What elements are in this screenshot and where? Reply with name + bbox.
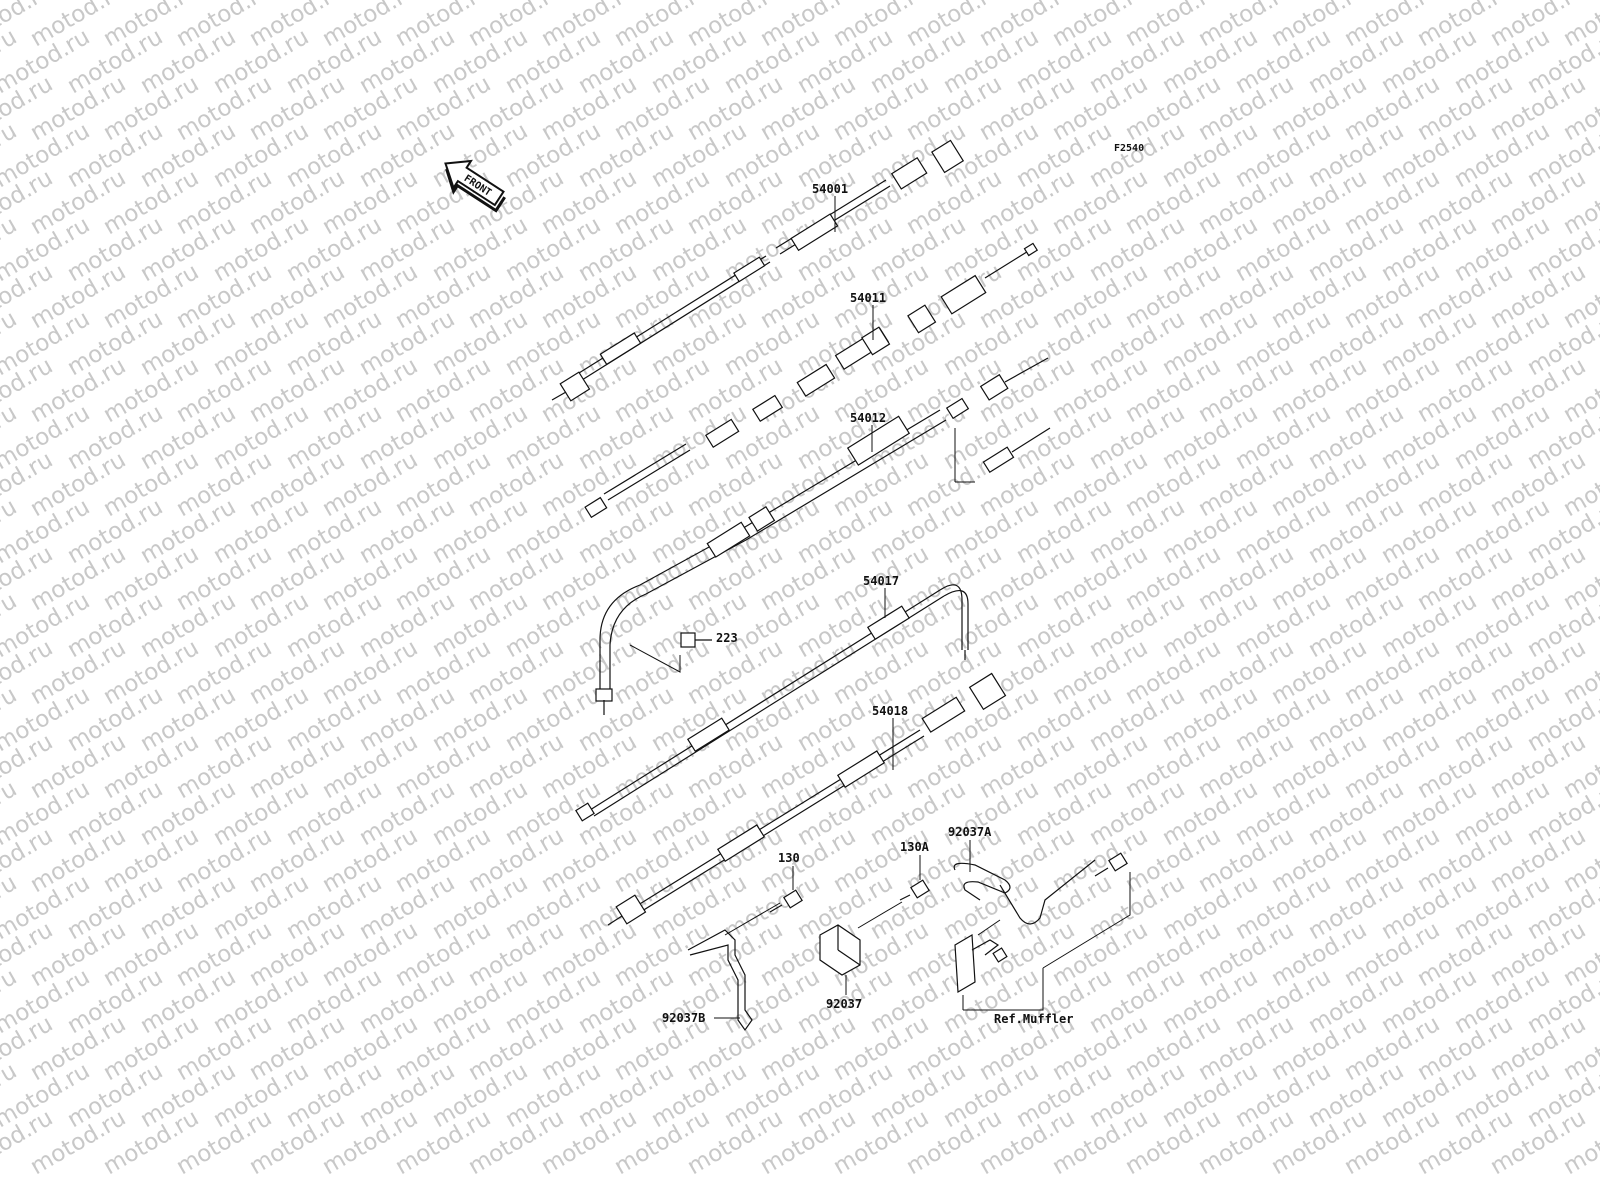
part-label-54001: 54001: [812, 182, 848, 196]
bolt-130[interactable]: [769, 889, 803, 913]
part-label-223: 223: [716, 631, 738, 645]
speedometer-cable-54001[interactable]: [551, 139, 965, 402]
part-label-54017: 54017: [863, 574, 899, 588]
part-label-54012: 54012: [850, 411, 886, 425]
bolt-muffler[interactable]: [1094, 852, 1128, 877]
ref-muffler-label: Ref.Muffler: [994, 1012, 1073, 1026]
clutch-cable-54011[interactable]: [584, 242, 1039, 519]
clamp-92037b[interactable]: [687, 902, 781, 1032]
part-label-130a: 130A: [900, 840, 930, 854]
muffler-bracket: [954, 872, 1131, 1011]
part-label-92037a: 92037A: [948, 825, 992, 839]
bolt-130a[interactable]: [899, 879, 930, 901]
tachometer-cable-54018[interactable]: [607, 672, 1007, 926]
throttle-cable-54012[interactable]: [595, 357, 1051, 715]
part-label-92037b: 92037B: [662, 1011, 705, 1025]
part-label-54018: 54018: [872, 704, 908, 718]
watermark-text: motod.ru: [1596, 0, 1600, 5]
part-label-92037: 92037: [826, 997, 862, 1011]
figure-code: F2540: [1114, 143, 1144, 154]
screw-223[interactable]: [680, 632, 712, 648]
part-label-130: 130: [778, 851, 800, 865]
clamp-92037[interactable]: [819, 924, 861, 976]
clamp-92037a[interactable]: [953, 859, 1096, 936]
throttle-cable-54017[interactable]: [575, 584, 969, 822]
part-label-54011: 54011: [850, 291, 886, 305]
